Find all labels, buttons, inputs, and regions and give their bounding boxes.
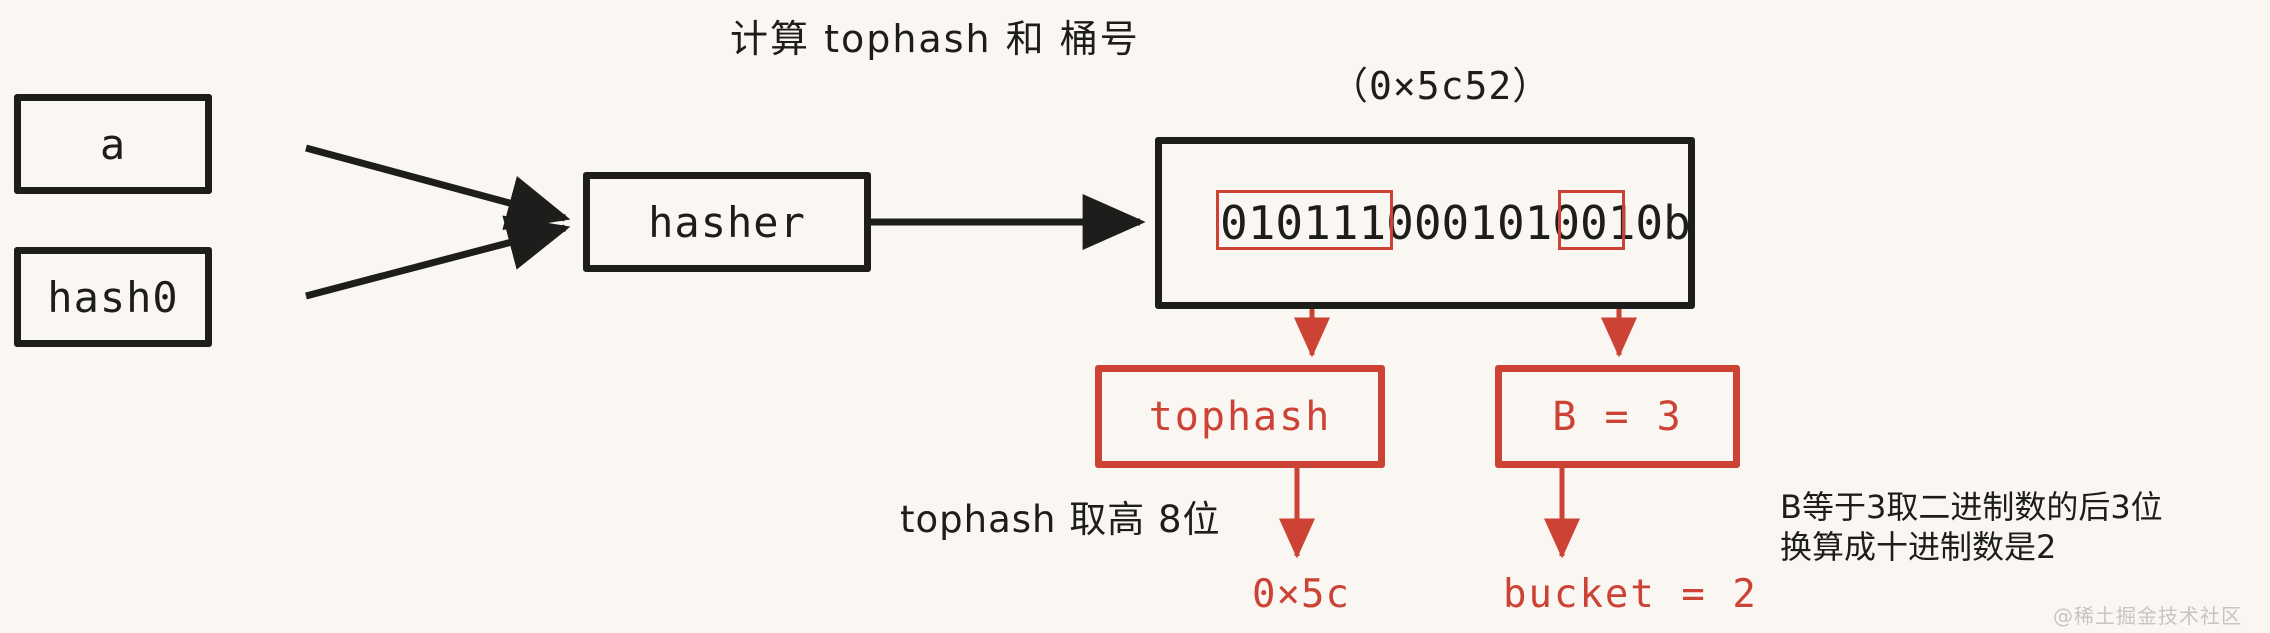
input-box-key: a [14,94,212,194]
hash-value-box [1155,137,1695,309]
tophash-box-label: tophash [1148,393,1332,440]
connector-hash0-to-hasher [305,215,571,300]
highlight-frame-bucket-bits [1558,190,1625,250]
b-value-box-label: B = 3 [1552,393,1683,440]
bucket-output-value: bucket = 2 [1503,572,1758,617]
hash-hex-label: （0×5c52） [1330,64,1552,108]
input-box-hash0-label: hash0 [47,272,179,322]
b-note-line-1: B等于3取二进制数的后3位 [1780,488,2163,526]
watermark: @稀土掘金技术社区 [2053,604,2242,628]
b-value-box: B = 3 [1495,365,1740,468]
tophash-note: tophash 取高 8位 [900,498,1221,541]
hash-binary-text: 0101110001010010b [1220,196,1691,250]
input-box-hash0: hash0 [14,247,212,347]
b-note-line-2: 换算成十进制数是2 [1780,528,2057,566]
tophash-output-value: 0×5c [1252,572,1350,617]
connector-a-to-hasher [305,144,571,231]
page-title: 计算 tophash 和 桶号 [730,17,1140,61]
hasher-box: hasher [583,172,871,272]
hasher-box-label: hasher [648,197,806,247]
highlight-frame-tophash-bits [1216,190,1393,250]
tophash-box: tophash [1095,365,1385,468]
input-box-key-label: a [99,119,127,169]
b-note: B等于3取二进制数的后3位 换算成十进制数是2 [1780,487,2163,567]
